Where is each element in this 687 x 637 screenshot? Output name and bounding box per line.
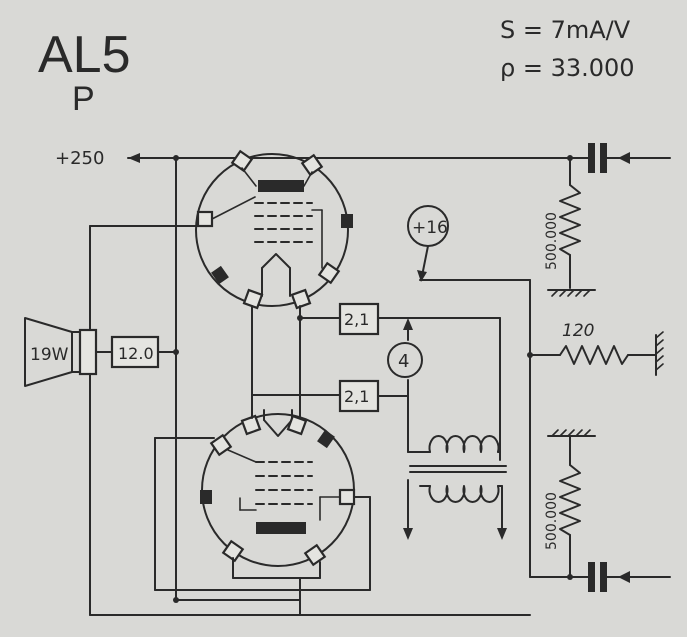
tube-type-label: AL5 (38, 26, 131, 84)
load-resistor-label: 12.0 (118, 344, 154, 363)
tube-bottom (200, 409, 356, 567)
grid-resistor-bottom (547, 429, 596, 580)
grid-resistor-top (547, 157, 596, 297)
configuration-label: P (72, 80, 95, 118)
bias-marker (407, 205, 449, 282)
screen-resistor-top (338, 302, 501, 461)
speaker (24, 317, 98, 387)
bias-voltage-label: +16 (412, 218, 448, 238)
tube-top (195, 149, 353, 310)
speaker-power-label: 19W (30, 345, 69, 365)
load-resistor (95, 335, 179, 369)
input-capacitor-top (569, 143, 671, 173)
screen-resistor-bottom (338, 379, 409, 413)
screen-current-marker (387, 318, 423, 453)
grid-resistor-bottom-label: 500.000 (544, 492, 560, 550)
cathode-resistor-label: 120 (562, 321, 594, 341)
screen-current-label: 4 (398, 351, 409, 372)
grid-resistor-top-label: 500.000 (544, 212, 560, 270)
cathode-resistor (527, 331, 664, 376)
screen-resistor-top-label: 2,1 (344, 310, 369, 329)
left-wiring (89, 157, 531, 616)
inter-tube-wiring (251, 305, 341, 419)
transconductance-label: S = 7mA/V (500, 16, 631, 44)
internal-resistance-label: ρ = 33.000 (500, 54, 635, 82)
cathode-bus (419, 279, 531, 578)
supply-voltage-label: +250 (55, 148, 104, 169)
screen-resistor-bottom-label: 2,1 (344, 387, 369, 406)
output-transformer (403, 435, 507, 540)
input-capacitor-bottom (529, 562, 671, 592)
supply-rail (127, 153, 573, 163)
